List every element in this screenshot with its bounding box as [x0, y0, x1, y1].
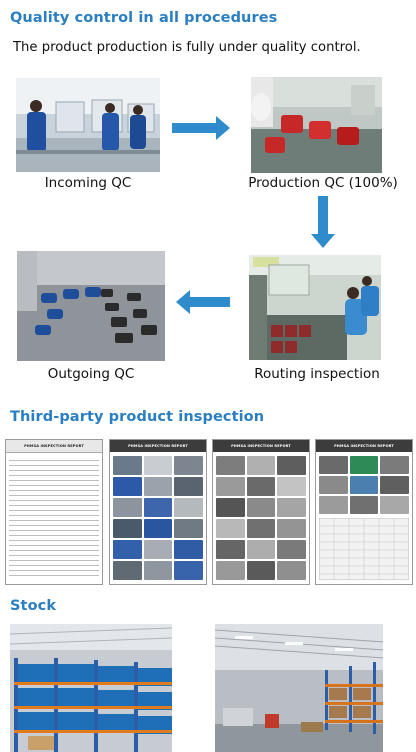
report-header: PHMSA INSPECTION REPORT: [6, 440, 102, 453]
arrow-down-icon: [311, 196, 335, 248]
outgoing-qc-photo: [17, 251, 165, 361]
section-title-stock: Stock: [10, 598, 57, 614]
inspection-report-photos-1: PHMSA INSPECTION REPORT: [109, 439, 207, 585]
caption-outgoing-qc: Outgoing QC: [47, 366, 135, 382]
production-qc-photo: [251, 77, 382, 173]
report-header: PHMSA INSPECTION REPORT: [110, 440, 206, 452]
incoming-qc-photo: [16, 78, 160, 172]
report-header: PHMSA INSPECTION REPORT: [316, 440, 412, 452]
caption-production-qc: Production QC (100%): [248, 175, 398, 191]
inspection-report-form: PHMSA INSPECTION REPORT: [5, 439, 103, 585]
warehouse-photo-right: [215, 624, 383, 752]
caption-routing-inspection: Routing inspection: [254, 366, 380, 382]
section-title-third-party: Third-party product inspection: [10, 409, 265, 425]
inspection-report-photos-2: PHMSA INSPECTION REPORT: [212, 439, 310, 585]
routing-inspection-photo: [249, 255, 381, 360]
arrow-right-icon: [172, 116, 230, 140]
report-header: PHMSA INSPECTION REPORT: [213, 440, 309, 452]
warehouse-photo-left: [10, 624, 172, 752]
arrow-left-icon: [176, 290, 230, 314]
inspection-report-photos-3: PHMSA INSPECTION REPORT: [315, 439, 413, 585]
intro-text: The product production is fully under qu…: [13, 40, 361, 55]
section-title-quality: Quality control in all procedures: [10, 10, 278, 26]
caption-incoming-qc: Incoming QC: [44, 175, 132, 191]
